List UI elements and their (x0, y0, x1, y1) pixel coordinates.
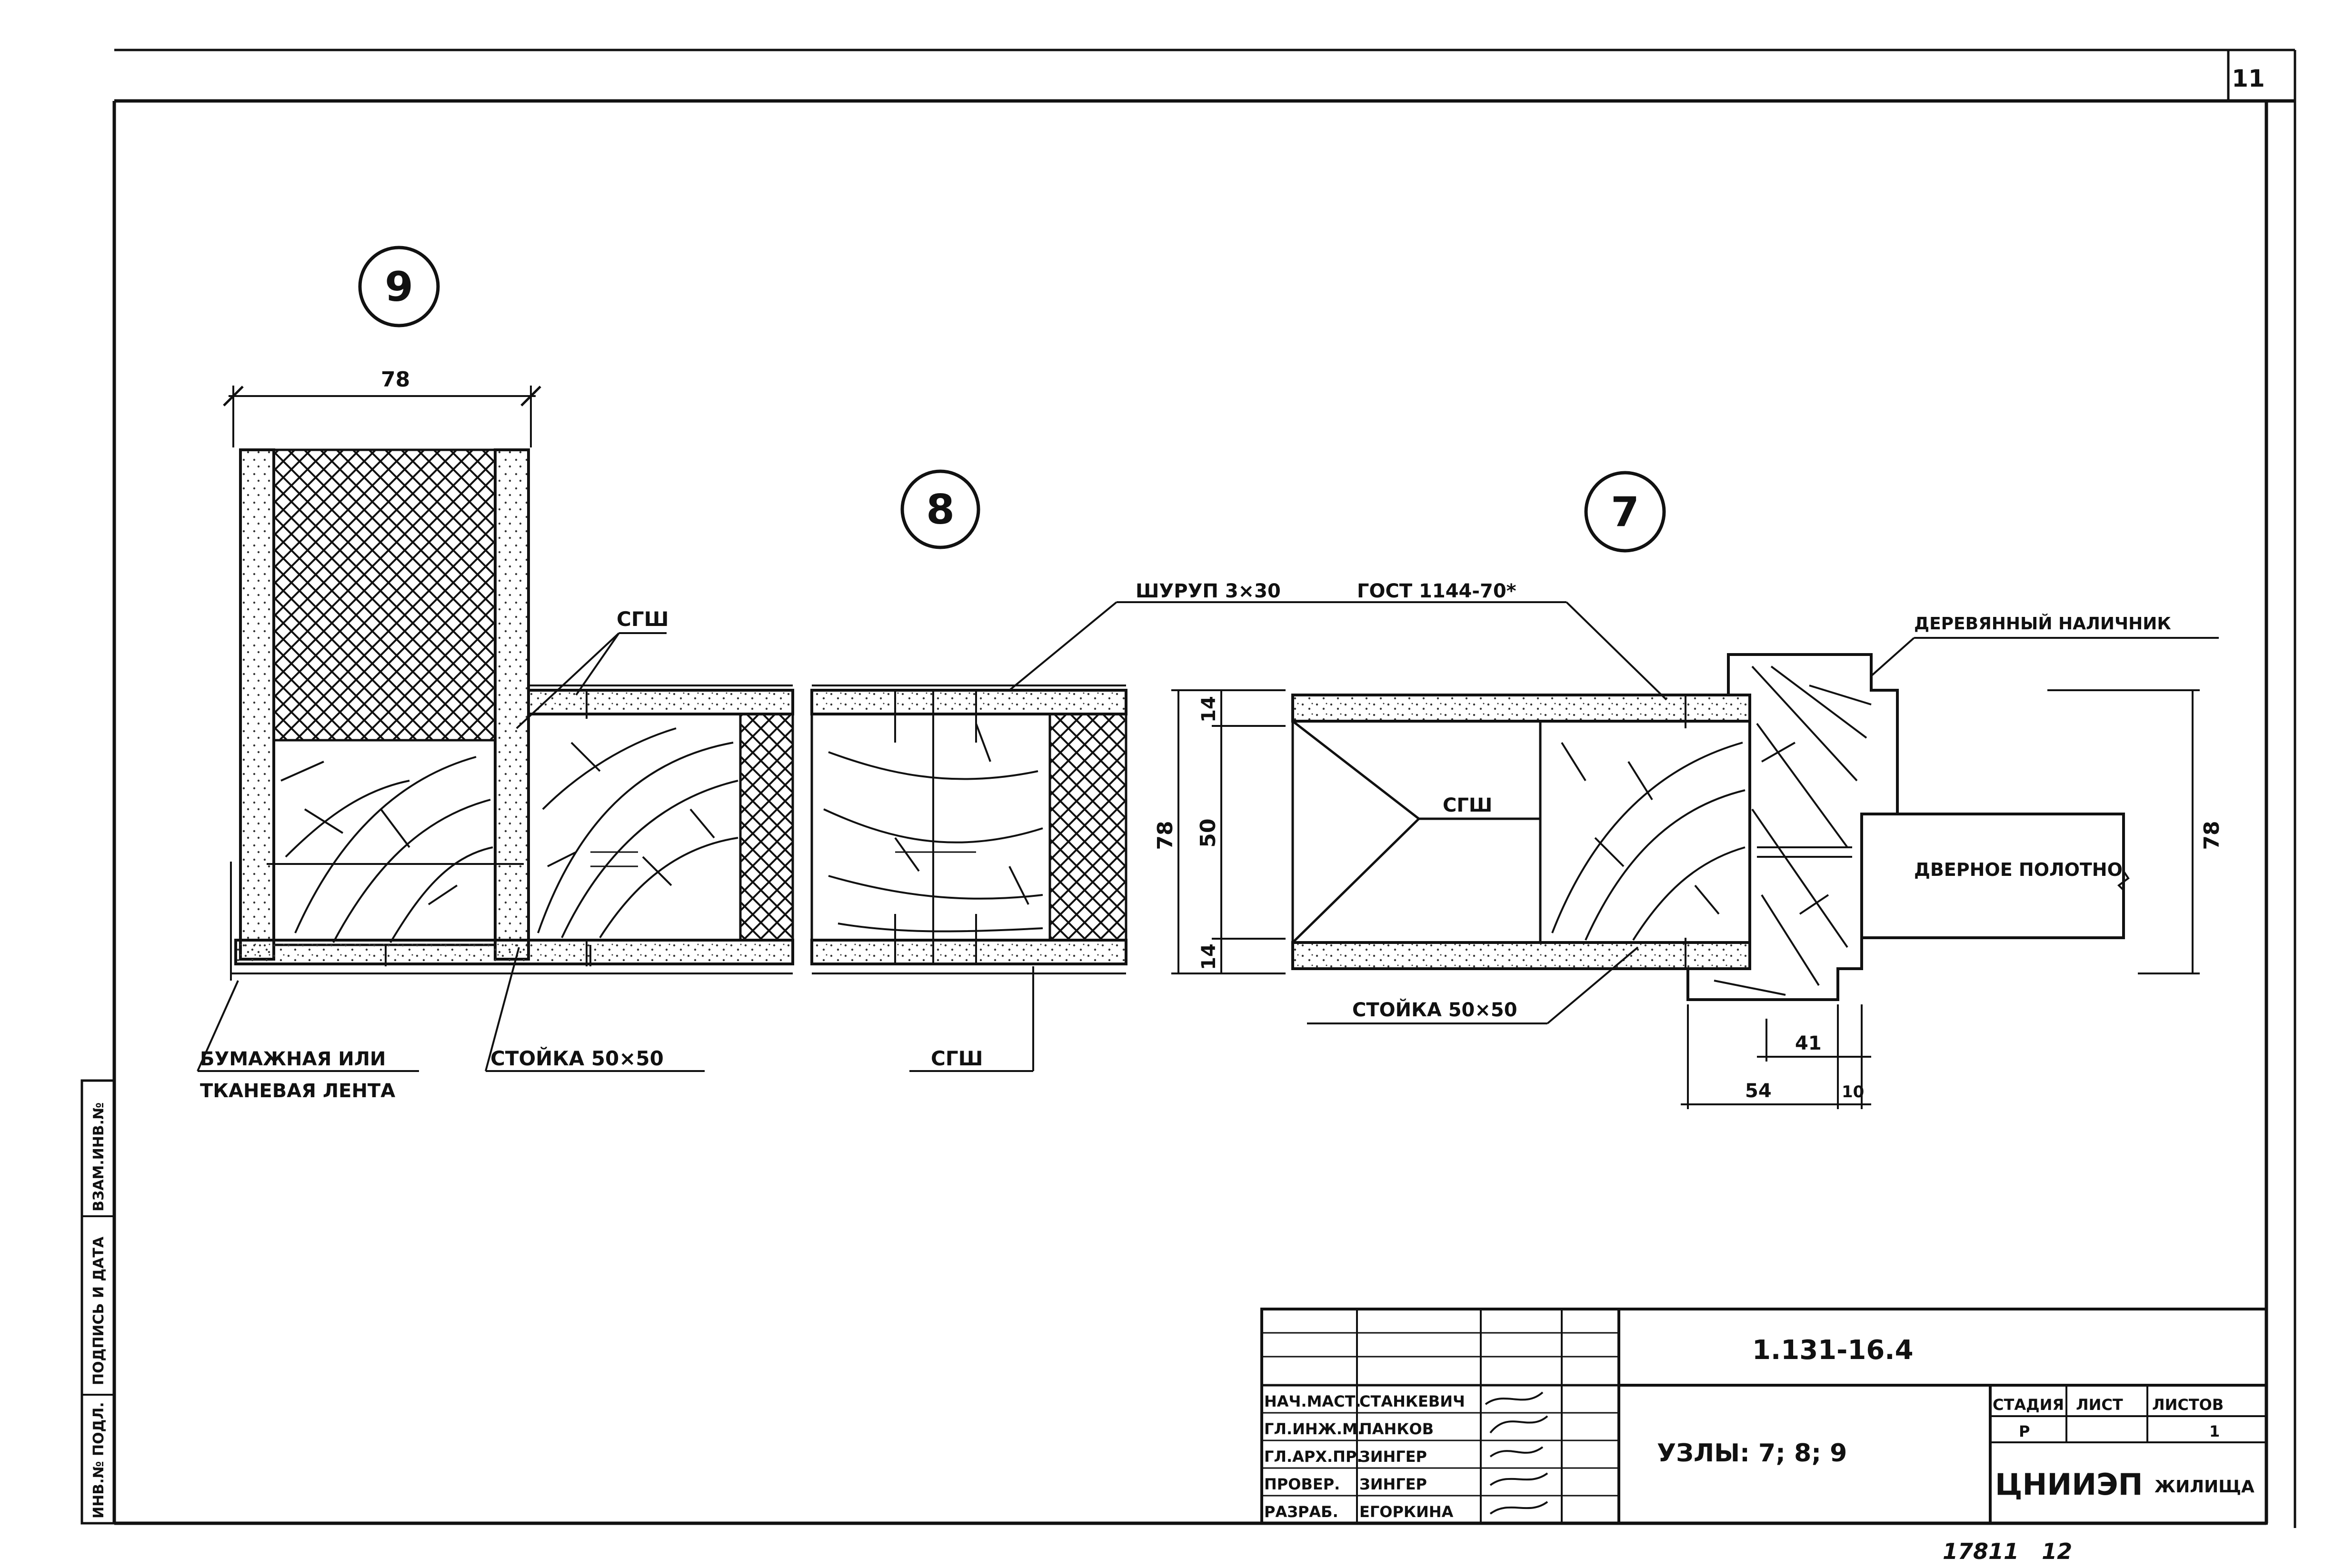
sheet-frame (112, 49, 2296, 1528)
tb-name-1: ПАНКОВ (1359, 1420, 1434, 1438)
label-stud-node9: СТОЙКА 50×50 (490, 1046, 664, 1070)
node7-detail (1171, 653, 2200, 1109)
tb-role-3: ПРОВЕР. (1264, 1475, 1340, 1493)
tb-sheets-value: 1 (2209, 1422, 2220, 1440)
bottom-note: 17811 12 (1943, 1538, 2072, 1564)
tb-stage-header: СТАДИЯ (1993, 1396, 2064, 1414)
tb-sheet-title: УЗЛЫ: 7; 8; 9 (1657, 1439, 1847, 1468)
dim-node7-10: 10 (1842, 1082, 1864, 1102)
stamp-vzam-inv: ВЗАМ.ИНВ.№ (90, 1102, 107, 1211)
tb-organization-suffix: ЖИЛИЩА (2154, 1477, 2254, 1497)
tb-role-1: ГЛ.ИНЖ.М. (1264, 1420, 1363, 1438)
stamp-podpis-data: ПОДПИСЬ И ДАТА (90, 1236, 107, 1385)
tb-sheets-header: ЛИСТОВ (2152, 1396, 2224, 1414)
node9-detail (223, 386, 794, 981)
page-number: 11 (2232, 65, 2265, 92)
svg-text:9: 9 (385, 263, 413, 311)
tb-role-0: НАЧ.МАСТ. (1264, 1392, 1361, 1410)
dim-node7-54: 54 (1745, 1080, 1772, 1102)
dim-node7-bottom: 14 (1198, 943, 1220, 970)
dim-node7-top: 14 (1198, 696, 1220, 723)
leader-lines (197, 601, 2219, 1072)
dim-node7-right: 78 (2200, 821, 2224, 850)
svg-text:8: 8 (926, 486, 955, 534)
wall-section-node8 (527, 685, 1127, 974)
tb-role-2: ГЛ.АРХ.ПР. (1264, 1448, 1363, 1466)
stamp-inv-podl: ИНВ.№ ПОДЛ. (90, 1402, 107, 1518)
label-casing: ДЕРЕВЯННЫЙ НАЛИЧНИК (1914, 614, 2171, 634)
side-stamp: ИНВ.№ ПОДЛ. ПОДПИСЬ И ДАТА ВЗАМ.ИНВ.№ (80, 1079, 116, 1525)
tb-name-2: ЗИНГЕР (1359, 1448, 1427, 1466)
label-tape-line2: ТКАНЕВАЯ ЛЕНТА (200, 1080, 395, 1102)
svg-text:7: 7 (1611, 488, 1639, 536)
node-marker-9: 9 (358, 246, 440, 327)
label-door-leaf: ДВЕРНОЕ ПОЛОТНО (1914, 859, 2123, 880)
dim-node7-mid: 50 (1196, 818, 1220, 847)
dim-node7-41: 41 (1795, 1032, 1822, 1054)
dim-node9-width: 78 (381, 367, 410, 392)
dim-node7-total: 78 (1153, 821, 1177, 850)
label-sgsh-top: СГШ (617, 607, 668, 631)
tb-role-4: РАЗРАБ. (1264, 1503, 1338, 1521)
label-tape-line1: БУМАЖНАЯ ИЛИ (200, 1048, 386, 1070)
node-marker-8: 8 (900, 469, 980, 549)
tb-organization: ЦНИИЭП (1995, 1467, 2143, 1502)
tb-doc-code: 1.131-16.4 (1752, 1335, 1914, 1366)
label-sgsh-bottom: СГШ (931, 1047, 983, 1070)
node-marker-7: 7 (1584, 471, 1666, 553)
label-sgsh-inner: СГШ (1443, 794, 1492, 816)
tb-name-0: СТАНКЕВИЧ (1359, 1392, 1465, 1410)
label-stud-node7: СТОЙКА 50×50 (1352, 998, 1517, 1021)
tb-sheet-header: ЛИСТ (2076, 1396, 2123, 1414)
label-screw: ШУРУП 3×30 (1136, 580, 1281, 602)
tb-stage-value: Р (2019, 1422, 2030, 1440)
tb-name-3: ЗИНГЕР (1359, 1475, 1427, 1493)
label-gost: ГОСТ 1144-70* (1357, 580, 1516, 602)
tb-name-4: ЕГОРКИНА (1359, 1503, 1454, 1521)
title-block (1260, 1308, 2268, 1525)
